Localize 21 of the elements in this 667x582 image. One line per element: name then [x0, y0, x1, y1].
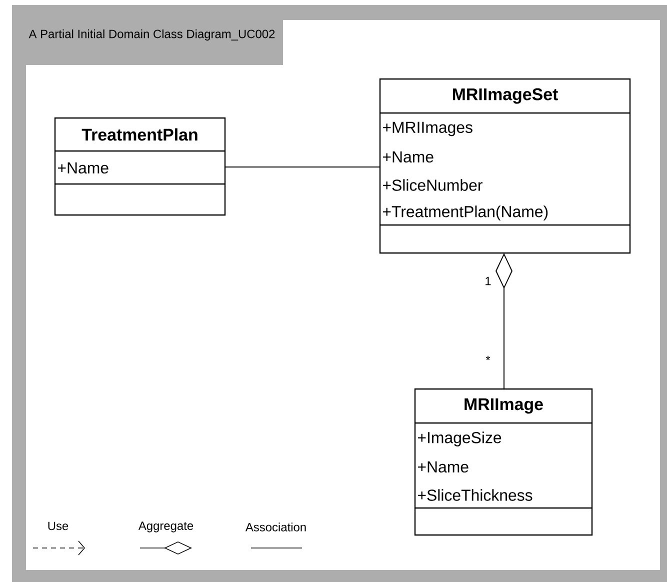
class-box	[414, 388, 593, 536]
attribute: +ImageSize	[418, 432, 502, 446]
attribute: +Name	[382, 151, 434, 163]
class-box	[54, 117, 226, 216]
class-name: MRIImage	[464, 398, 543, 414]
multiplicity: 1	[486, 276, 491, 286]
attribute: +MRIImages	[382, 122, 472, 136]
legend-label: Use	[48, 522, 68, 530]
attribute: +Name	[58, 162, 108, 174]
legend-label: Association	[245, 522, 306, 532]
association-line	[224, 166, 380, 168]
title-tab: A Partial Initial Domain Class Diagram_UC002	[12, 5, 283, 65]
legend-label: Aggregate	[138, 522, 194, 532]
class-name: MRIImageSet	[452, 88, 558, 104]
class-name: TreatmentPlan	[82, 128, 198, 141]
multiplicity: *	[486, 356, 490, 360]
attribute: +SliceNumber	[382, 179, 482, 191]
attribute: +TreatmentPlan(Name)	[382, 206, 548, 220]
class-box	[379, 78, 631, 254]
attribute: +Name	[418, 461, 468, 473]
attribute: +SliceThickness	[418, 489, 532, 501]
